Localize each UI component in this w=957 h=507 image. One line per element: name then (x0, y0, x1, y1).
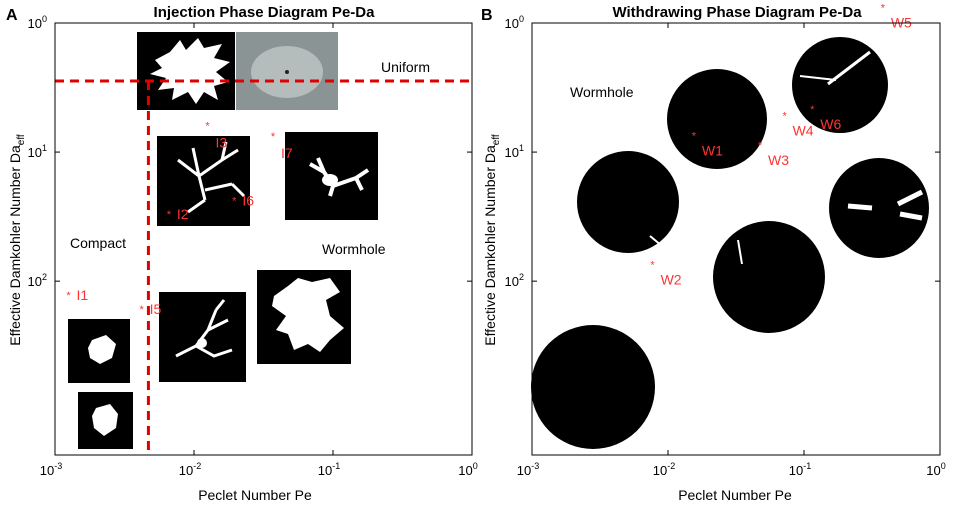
withdrawing-image-w6 (829, 158, 929, 258)
region-label-wormhole-b: Wormhole (570, 84, 634, 100)
data-point-label: W5 (891, 14, 912, 30)
data-point-marker: * (881, 2, 886, 14)
data-point-label: I5 (150, 301, 162, 317)
y-ticks-a: 100 101 102 (28, 14, 472, 289)
data-point-marker: * (782, 111, 787, 123)
data-point-label: I4 (363, 0, 375, 1)
data-point-marker: * (758, 140, 763, 152)
y-tick-label: 100 (505, 14, 524, 31)
chart-title-a: Injection Phase Diagram Pe-Da (154, 4, 376, 21)
withdrawing-image-w1 (577, 151, 679, 253)
data-points-b: * W1 * W2 * W3 * W4 * W5 * W6 (650, 2, 912, 287)
injection-image-i4-binary (137, 32, 235, 110)
y-tick-label: 102 (505, 272, 524, 289)
y-axis-label-a-main: Effective Damkohler Number Da (7, 145, 23, 346)
data-point-marker: * (810, 104, 815, 116)
y-axis-label-a: Effective Damkohler Number Daeff (7, 134, 27, 346)
injection-image-i1 (78, 392, 133, 449)
data-point-label: W1 (702, 142, 723, 158)
injection-panel: A Injection Phase Diagram Pe-Da (6, 0, 478, 503)
x-tick-label: 10-2 (179, 461, 201, 478)
data-point-marker: * (650, 259, 655, 271)
x-tick-label: 10-1 (318, 461, 340, 478)
data-point-label: W6 (820, 116, 841, 132)
data-point-label: I6 (242, 193, 254, 209)
x-axis-label-b: Peclet Number Pe (678, 487, 792, 503)
data-point-marker: * (205, 120, 210, 132)
y-axis-label-b-sub: eff (491, 134, 502, 145)
regime-boundaries (55, 79, 472, 455)
y-tick-label: 102 (28, 272, 47, 289)
x-tick-label: 10-3 (40, 461, 62, 478)
plot-frame-a (54, 22, 473, 456)
data-point-label: I2 (177, 206, 189, 222)
withdrawing-image-w4 (667, 69, 767, 169)
region-label-uniform: Uniform (381, 59, 430, 75)
injection-image-i4-photo (236, 32, 338, 110)
data-point-marker: * (139, 304, 144, 316)
data-point-label: W4 (793, 123, 814, 139)
withdrawing-image-w5 (792, 37, 888, 133)
data-point-label: I3 (215, 134, 227, 150)
x-tick-label: 100 (926, 461, 945, 478)
region-label-wormhole-a: Wormhole (322, 241, 386, 257)
withdrawing-panel: B Withdrawing Phase Diagram Pe-Da * W1 * W2… (481, 2, 946, 503)
data-point-marker: * (271, 131, 276, 143)
withdrawing-image-w2 (531, 325, 655, 449)
x-tick-label: 10-2 (653, 461, 675, 478)
x-tick-label: 100 (458, 461, 477, 478)
x-ticks-b: 10-3 10-2 10-1 100 (517, 23, 946, 478)
x-tick-label: 10-1 (789, 461, 811, 478)
data-points-a: *I1*I2*I3*I4*I5*I6*I7 (66, 0, 375, 317)
y-tick-label: 101 (505, 143, 524, 160)
y-tick-label: 100 (28, 14, 47, 31)
injection-image-i2 (159, 292, 246, 382)
data-point-marker: * (692, 130, 697, 142)
data-point-marker: * (167, 209, 172, 221)
data-point-label: I7 (281, 145, 293, 161)
y-ticks-b: 100 101 102 (505, 14, 940, 289)
injection-image-i5 (68, 319, 130, 383)
data-point-label: W2 (661, 271, 682, 287)
chart-title-b: Withdrawing Phase Diagram Pe-Da (612, 4, 862, 21)
data-point-label: I1 (76, 287, 88, 303)
y-axis-label-b-main: Effective Damkohler Number Da (482, 145, 498, 346)
injection-image-i3 (157, 136, 250, 226)
region-label-compact: Compact (70, 235, 126, 251)
injection-image-i6 (257, 270, 351, 364)
data-point-marker: * (232, 196, 237, 208)
injection-image-i7 (285, 132, 378, 220)
y-axis-label-a-sub: eff (16, 134, 27, 145)
data-point-label: W3 (768, 152, 789, 168)
plot-frame-b (531, 22, 941, 456)
data-point-marker: * (66, 290, 71, 302)
y-axis-label-b: Effective Damkohler Number Daeff (482, 134, 502, 346)
x-axis-label-a: Peclet Number Pe (198, 487, 312, 503)
x-tick-label: 10-3 (517, 461, 539, 478)
panel-label-b: B (481, 7, 493, 24)
x-ticks-a: 10-3 10-2 10-1 100 (40, 23, 478, 478)
y-tick-label: 101 (28, 143, 47, 160)
withdrawing-image-w3 (713, 221, 825, 333)
panel-label-a: A (6, 7, 18, 24)
